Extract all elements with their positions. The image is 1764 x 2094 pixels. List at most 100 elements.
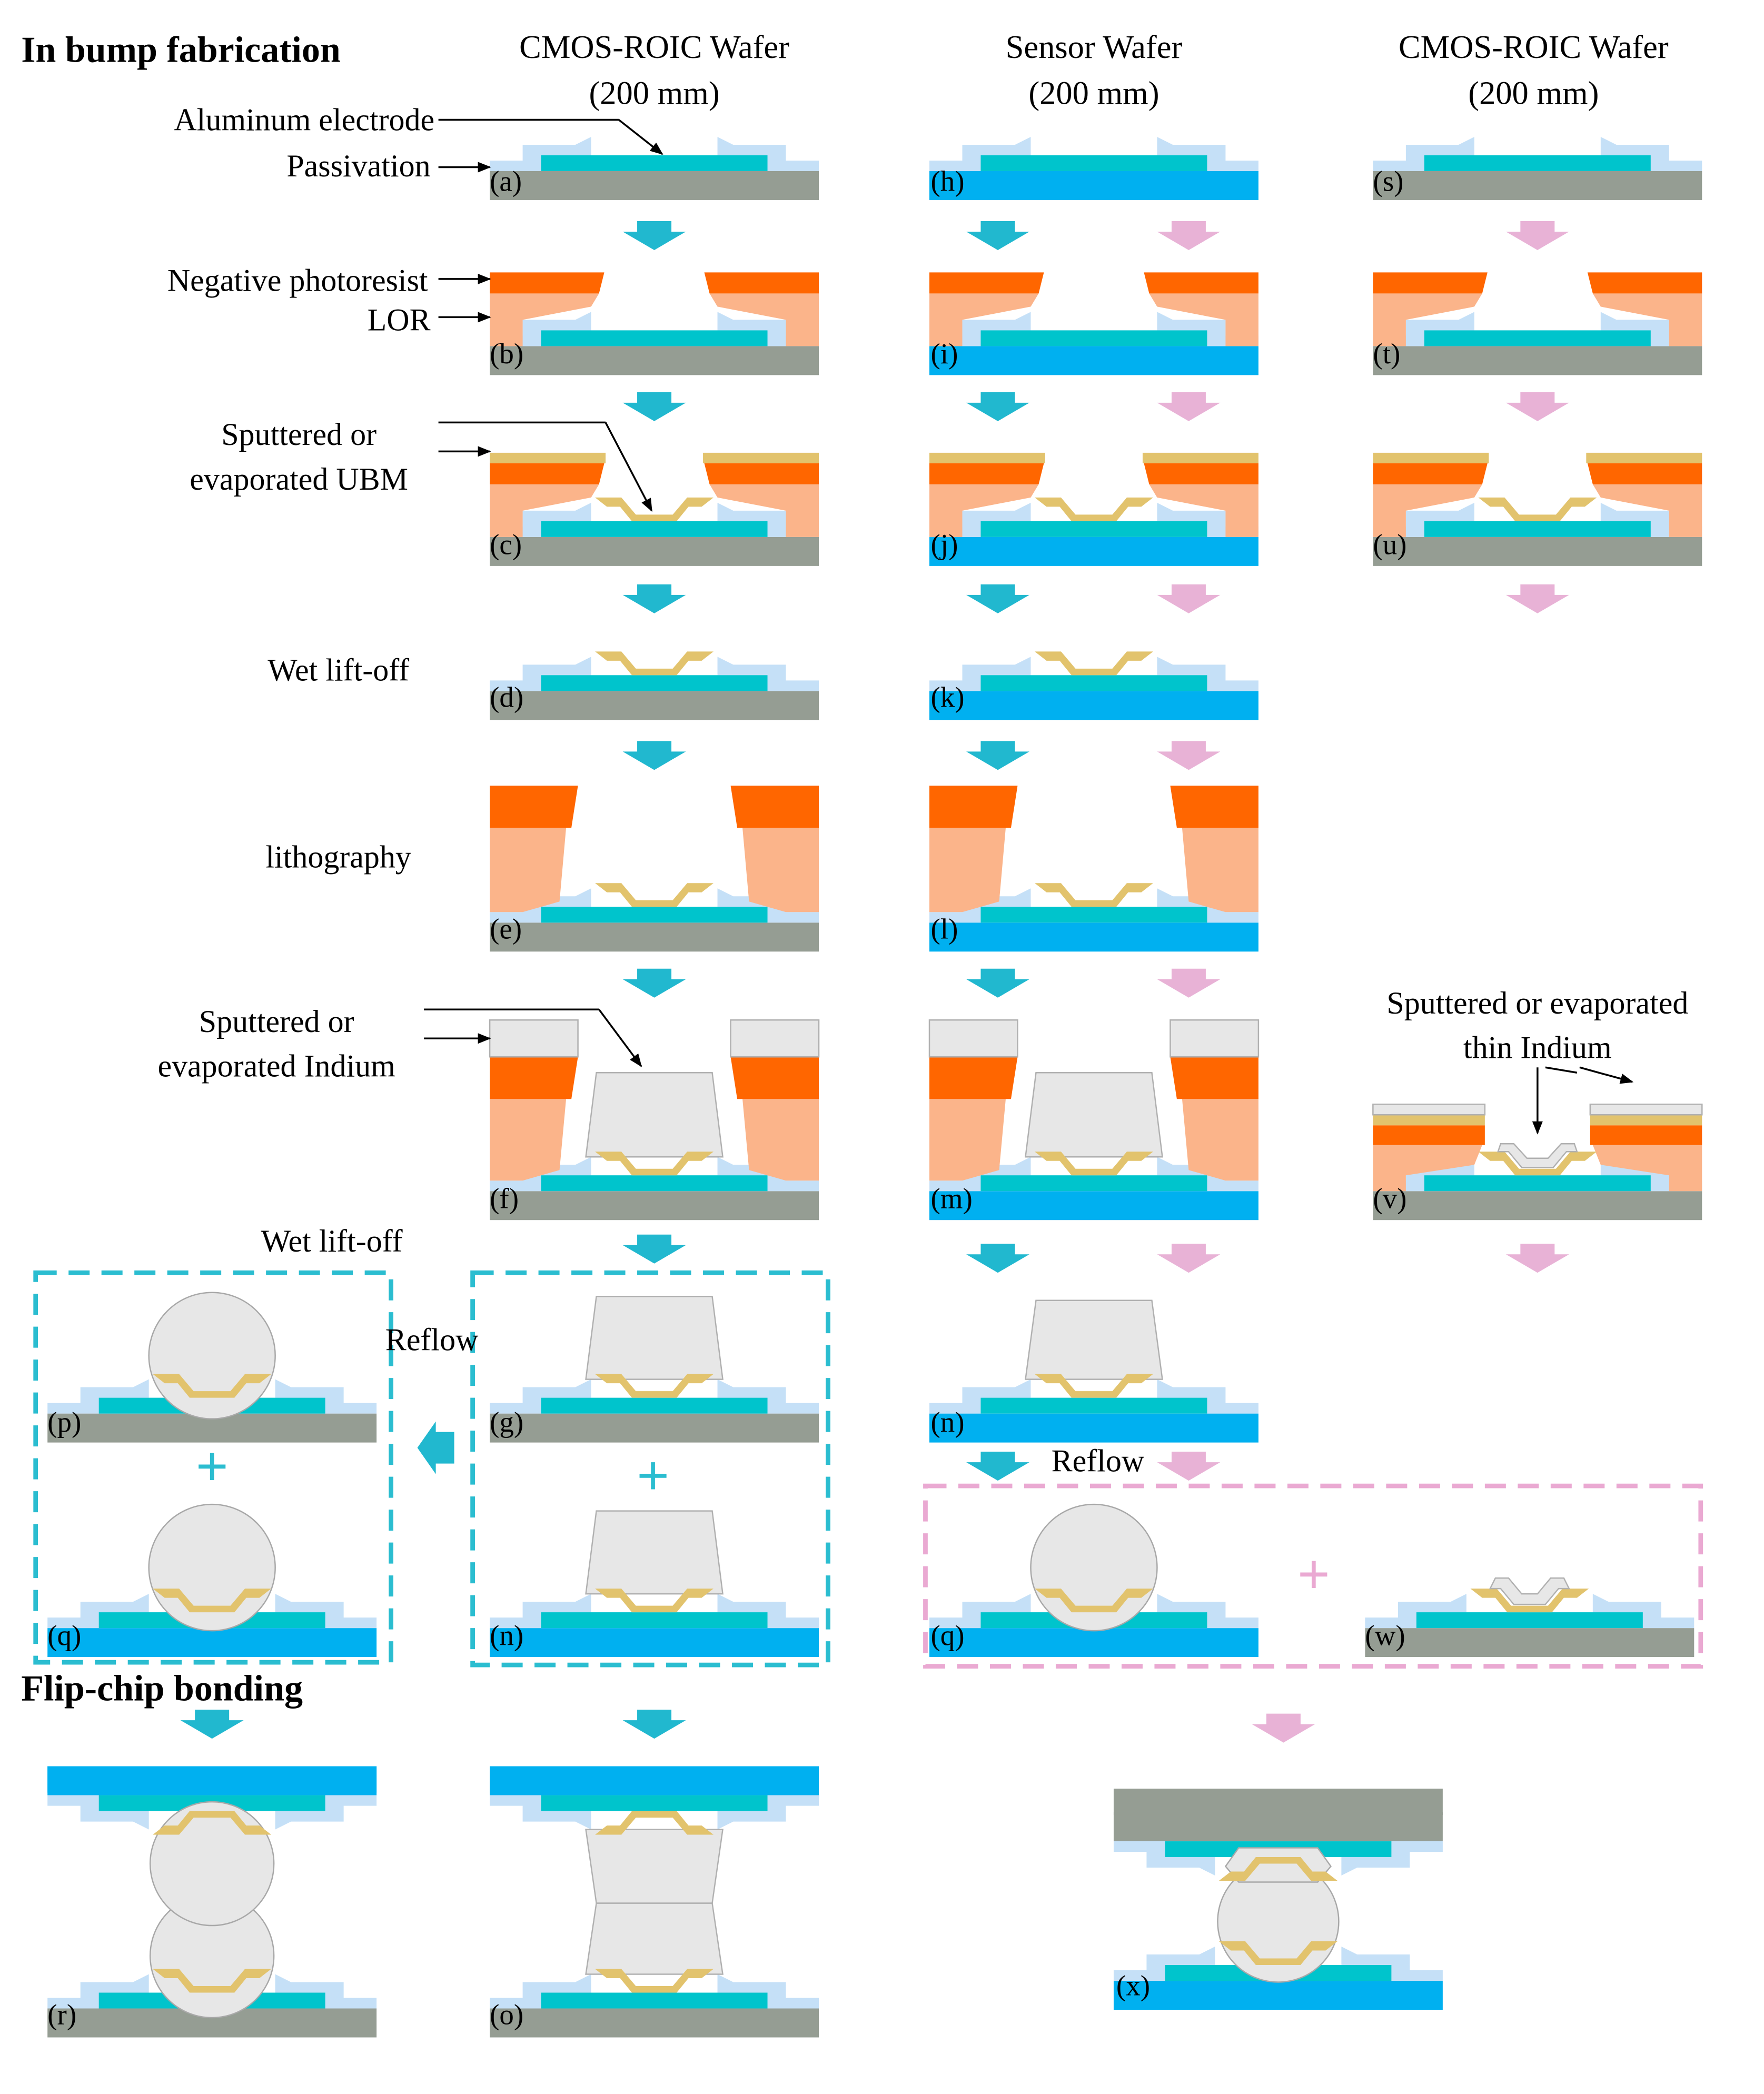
wafer-f-lor-left (490, 1099, 567, 1181)
wafer-o-top-ubm (595, 1811, 714, 1835)
wafer-r-top-substrate (47, 1766, 377, 1795)
col-sensor-line2: (200 mm) (1028, 74, 1159, 111)
label-lor: LOR (368, 302, 431, 337)
wafer-o-bottom-substrate (490, 2008, 819, 2038)
wafer-j-ubm (1034, 497, 1153, 521)
wafer-l-lor-right (1182, 828, 1258, 912)
wafer-u-lor-right (1592, 484, 1702, 537)
wafer-x-top-ubm (1218, 1857, 1337, 1881)
wafer-c-lor-left (490, 484, 599, 537)
wafer-n-mid-electrode (980, 1397, 1207, 1414)
wafer-t-resist-right (1587, 272, 1702, 294)
step-c: (c) (490, 528, 522, 560)
wafer-h-substrate (929, 171, 1258, 200)
step-o: (o) (490, 1999, 523, 2031)
wafer-u-lor-left (1373, 484, 1482, 537)
step-n-left: (n) (490, 1620, 523, 1652)
arrow-i-j-pink (1157, 392, 1221, 421)
label-lithography: lithography (265, 839, 411, 874)
wafer-i-electrode (980, 330, 1207, 346)
step-t: (t) (1373, 338, 1400, 370)
step-v: (v) (1373, 1183, 1406, 1215)
wafer-l-lor-left (929, 828, 1006, 912)
wafer-u-resist-left (1373, 463, 1488, 484)
wafer-j-electrode (980, 521, 1207, 537)
wafer-m-electrode (980, 1175, 1207, 1192)
wafer-e-lor-left (490, 828, 567, 912)
wafer-c-substrate (490, 537, 819, 566)
label-reflow-1: Reflow (385, 1323, 479, 1357)
wafer-w-ubm (1470, 1589, 1589, 1613)
wafer-i-lor-left (929, 293, 1039, 346)
wafer-x-top-substrate (1113, 1789, 1443, 1815)
label-ubm-line2: evaporated UBM (190, 462, 408, 497)
wafer-d-substrate (490, 691, 819, 720)
wafer-v-substrate (1373, 1191, 1702, 1220)
arrow-reflow-left (417, 1421, 454, 1474)
wafer-r-upper-indium-ball (149, 1801, 275, 1927)
wafer-i-resist-left (929, 272, 1044, 294)
wafer-g-substrate (490, 1413, 819, 1443)
step-k: (k) (930, 681, 964, 713)
step-f: (f) (490, 1183, 519, 1215)
label-negative-photoresist: Negative photoresist (167, 263, 428, 297)
arrow-c-d (622, 584, 686, 613)
wafer-r-top-ubm (153, 1811, 272, 1835)
wafer-c-ubm-top-right (703, 452, 819, 463)
col-cmos2-line2: (200 mm) (1468, 74, 1599, 111)
wafer-n-mid-indium-column (1025, 1299, 1163, 1380)
step-m: (m) (930, 1183, 972, 1215)
wafer-f-lor-right (742, 1099, 819, 1181)
wafer-j-resist-left (929, 463, 1044, 484)
wafer-f-electrode (541, 1175, 768, 1192)
wafer-m-ubm (1034, 1152, 1153, 1176)
wafer-c-ubm-top-left (490, 452, 606, 463)
wafer-m-indium-column (1025, 1071, 1163, 1158)
arrow-f-g (622, 1234, 686, 1264)
wafer-v-electrode (1424, 1175, 1651, 1192)
wafer-n-mid-substrate (929, 1413, 1258, 1443)
wafer-l-ubm (1034, 883, 1153, 907)
wafer-o-bottom-electrode (541, 1992, 768, 2009)
arrow-l-m-teal (966, 968, 1029, 998)
wafer-c-ubm (595, 497, 714, 521)
arrow-t-u (1505, 392, 1569, 421)
arrow-b-c (622, 392, 686, 421)
wafer-l-resist-right (1170, 786, 1258, 828)
heading-bump: In bump fabrication (21, 29, 341, 70)
wafer-o-top-substrate (490, 1766, 819, 1795)
wafer-w-electrode (1416, 1612, 1643, 1629)
wafer-h-electrode (980, 155, 1207, 171)
wafer-l-substrate (929, 922, 1258, 952)
wafer-v-resist-right (1590, 1125, 1702, 1145)
wafer-f-resist-right (730, 1057, 819, 1099)
wafer-x-top-substrate (1113, 1812, 1443, 1842)
arrow-q-r (180, 1710, 244, 1739)
arrow-l-m-pink (1157, 968, 1221, 998)
wafer-v-thin-indium (1497, 1143, 1578, 1168)
leader-thin-indium-right (1579, 1066, 1634, 1084)
wafer-j-lor-right (1149, 484, 1258, 537)
label-passivation: Passivation (286, 148, 430, 183)
arrow-j-k-teal (966, 584, 1029, 613)
label-reflow-2: Reflow (1052, 1444, 1145, 1478)
wafer-k-electrode (980, 675, 1207, 691)
wafer-j-ubm-top-left (929, 452, 1045, 463)
label-wet-liftoff-2: Wet lift-off (261, 1224, 403, 1258)
wafer-v-resist-left (1373, 1125, 1485, 1145)
wafer-b-resist-left (490, 272, 604, 294)
wafer-o-indium-upper (585, 1829, 724, 1904)
label-aluminum-electrode: Aluminum electrode (174, 102, 434, 137)
wafer-n-left-indium-column (585, 1510, 724, 1595)
wafer-e-lor-right (742, 828, 819, 912)
wafer-x-thin-indium (1224, 1847, 1332, 1883)
wafer-b-resist-right (704, 272, 819, 294)
step-w: (w) (1365, 1620, 1405, 1652)
wafer-c-electrode (541, 521, 768, 537)
wafer-t-resist-left (1373, 272, 1488, 294)
wafer-x-bottom-ubm (1218, 1941, 1337, 1966)
wafer-m-lor-left (929, 1099, 1006, 1181)
step-h: (h) (930, 165, 964, 197)
wafer-p-indium-ball (148, 1292, 276, 1420)
